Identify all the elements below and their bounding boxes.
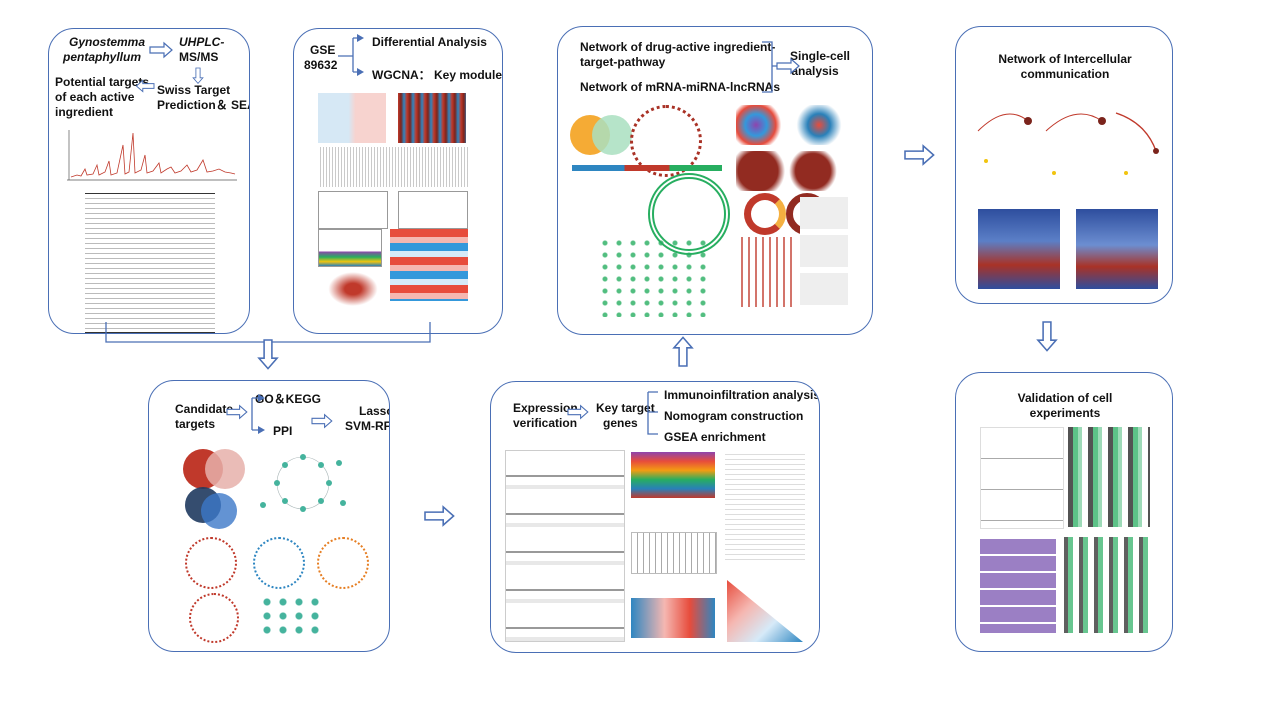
go-kegg-label: GO＆KEGG bbox=[255, 392, 322, 406]
lasso-label-1: Lasso bbox=[359, 404, 389, 418]
network-rna-label: Network of mRNA-miRNA-lncRNAs bbox=[580, 80, 781, 94]
targets-label-2: of each active bbox=[55, 90, 135, 104]
cell-network-figure bbox=[977, 112, 1159, 175]
gse-label-2: 89632 bbox=[304, 58, 338, 72]
immune-stacked-bar-figure bbox=[631, 452, 715, 498]
swiss-label-1: Swiss Target bbox=[157, 83, 231, 97]
enrichment-circle-figure-f bbox=[317, 537, 369, 589]
panel-candidate-targets: Candidate targets GO＆KEGG PPI Lasso SVM-… bbox=[148, 380, 390, 652]
venn-figure-2 bbox=[592, 115, 632, 155]
expression-umap-figure bbox=[800, 197, 848, 309]
bar-chart-grid-figure bbox=[1068, 427, 1150, 527]
expression-verification-label-2: verification bbox=[513, 416, 578, 430]
cell-experiments-title-2: experiments bbox=[1029, 406, 1101, 420]
nomogram-dotplot-figure bbox=[725, 450, 805, 560]
panel-intercellular-communication: Network of Intercellular communication bbox=[955, 26, 1173, 304]
intercellular-title-2: communication bbox=[1020, 67, 1110, 81]
ppi-label: PPI bbox=[273, 424, 293, 438]
nomogram-label: Nomogram construction bbox=[664, 409, 804, 423]
scatter-plot-figure bbox=[324, 269, 382, 309]
enrichment-circle-figure-d bbox=[185, 537, 237, 589]
source-plant-name-2: pentaphyllum bbox=[63, 50, 142, 64]
intercellular-title-1: Network of Intercellular bbox=[998, 52, 1132, 66]
communication-heatmap-figure bbox=[978, 209, 1060, 289]
single-cell-label-2: analysis bbox=[791, 64, 839, 78]
module-colors-figure bbox=[318, 229, 382, 267]
donut-chart-figure bbox=[744, 193, 786, 235]
arrow-p4-to-p7 bbox=[1037, 321, 1057, 352]
communication-heatmap-figure-2 bbox=[1076, 209, 1158, 289]
violin-plot-figure bbox=[736, 237, 796, 307]
immune-boxplot-figure bbox=[631, 532, 717, 574]
enrichment-circle-figure-g bbox=[189, 593, 239, 643]
key-target-genes-label-2: genes bbox=[603, 416, 638, 430]
panel-uhplc-targets: Gynostemma pentaphyllum UHPLC- MS/MS Swi… bbox=[48, 28, 250, 334]
ring-network-figure-2 bbox=[700, 99, 708, 107]
venn-blue-figure-2 bbox=[201, 493, 237, 529]
module-scale-figure bbox=[318, 191, 388, 229]
panel-cell-experiments: Validation of cell experiments bbox=[955, 372, 1173, 652]
expression-verification-label-1: Expression bbox=[513, 401, 578, 415]
swiss-label-2: Prediction＆ SEA bbox=[157, 98, 250, 112]
chromatogram-figure bbox=[67, 130, 237, 181]
ppi-network-figure bbox=[260, 454, 346, 512]
hub-network-figure-h bbox=[259, 595, 323, 639]
arrow-p5-to-p6 bbox=[424, 506, 455, 526]
gse-label-1: GSE bbox=[310, 43, 336, 57]
ring-network-figure bbox=[630, 105, 702, 177]
network-drug-label-2: target-pathway bbox=[580, 55, 666, 69]
arrow-down-to-candidates bbox=[258, 339, 278, 370]
microscopy-grid-figure bbox=[980, 537, 1056, 633]
source-plant-name-1: Gynostemma bbox=[69, 35, 146, 49]
umap-figure bbox=[736, 105, 786, 145]
key-target-genes-label-1: Key target bbox=[596, 401, 655, 415]
pathway-bar-figure bbox=[572, 165, 722, 171]
network-drug-label-1: Network of drug-active ingredient- bbox=[580, 40, 776, 54]
candidate-targets-label-1: Candidate bbox=[175, 402, 234, 416]
uhplc-label-2: MS/MS bbox=[179, 50, 219, 64]
targets-label-3: ingredient bbox=[55, 105, 114, 119]
immunoinfiltration-label: Immunoinfiltration analysis bbox=[664, 388, 820, 402]
cell-experiments-title-1: Validation of cell bbox=[1017, 391, 1113, 405]
candidate-targets-label-2: targets bbox=[175, 417, 216, 431]
gsea-enrichment-label: GSEA enrichment bbox=[664, 430, 766, 444]
gsea-plots-figure bbox=[505, 450, 625, 642]
triangle-correlation-figure bbox=[727, 580, 803, 642]
single-cell-label-1: Single-cell bbox=[790, 49, 851, 63]
feature-plot-figure bbox=[736, 151, 846, 191]
lasso-label-2: SVM-RFE bbox=[345, 419, 389, 433]
targets-label-1: Potential targets bbox=[55, 75, 150, 89]
umap-figure-2 bbox=[794, 105, 844, 145]
differential-analysis-label: Differential Analysis bbox=[372, 35, 487, 49]
dendrogram-figure bbox=[318, 147, 468, 187]
migration-bar-grid-figure bbox=[1064, 537, 1154, 633]
volcano-plot-figure bbox=[318, 93, 386, 143]
dotplot-grid-figure bbox=[980, 427, 1064, 529]
arrow-p3-to-p4 bbox=[904, 145, 935, 165]
uhplc-label-1: UHPLC- bbox=[179, 35, 225, 49]
supplementary-table-figure bbox=[85, 193, 215, 333]
module-trait-figure bbox=[398, 191, 468, 229]
enrichment-circle-figure-e bbox=[253, 537, 305, 589]
panel-gse-analysis: GSE 89632 Differential Analysis WGCNA： K… bbox=[293, 28, 503, 334]
wgcna-label: WGCNA： Key modules bbox=[372, 68, 503, 82]
correlation-heatmap-figure bbox=[390, 229, 468, 301]
panel-expression-verification: Expression verification Key target genes… bbox=[490, 381, 820, 653]
immune-correlation-heatmap-figure bbox=[631, 598, 715, 638]
arrow-p6-to-p3 bbox=[673, 336, 693, 367]
tree-network-figure bbox=[598, 237, 708, 317]
venn-red-figure-2 bbox=[205, 449, 245, 489]
heatmap-figure bbox=[398, 93, 466, 143]
panel-networks-singlecell: Network of drug-active ingredient- targe… bbox=[557, 26, 873, 335]
